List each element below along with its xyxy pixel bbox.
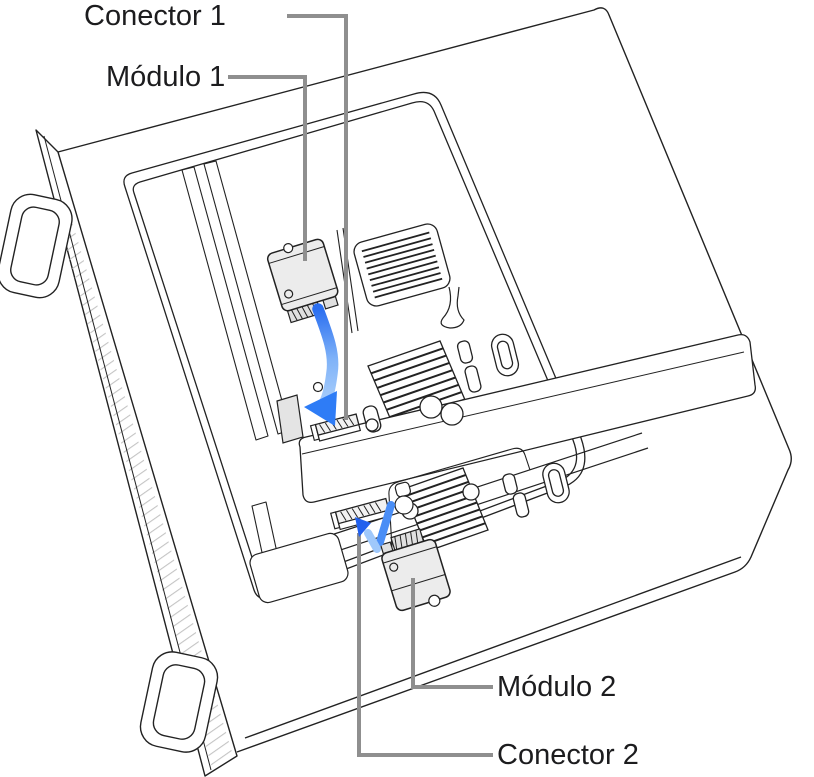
leader-connector-1 [287, 14, 348, 420]
arrow-2-head [355, 517, 371, 537]
bottom-handle [139, 651, 219, 753]
front-grille-panel [35, 129, 238, 777]
label-module-2: Módulo 2 [497, 671, 617, 703]
ssd-bay-wall [276, 394, 304, 444]
label-connector-1: Conector 1 [84, 0, 226, 32]
leader-connector-2 [357, 533, 493, 757]
connector-2-peg [394, 481, 414, 515]
top-handle [0, 193, 73, 299]
standoffs [362, 395, 464, 433]
funnel-detail [440, 286, 465, 329]
vent-grille-patch [353, 223, 451, 307]
case-top-right-bottom-edge [57, 7, 792, 753]
leader-module-2 [411, 578, 493, 689]
side-cutouts [456, 333, 570, 518]
insert-arrow-2 [355, 501, 395, 553]
label-connector-2: Conector 2 [497, 739, 639, 771]
ssd-module-2 [379, 528, 451, 612]
arrow-1-head [304, 391, 337, 426]
connector-2-slot [329, 497, 392, 531]
insert-arrow-1 [304, 303, 339, 426]
heatsink-2-boundary [388, 447, 531, 550]
leader-lines [228, 14, 493, 757]
case-bottom-inner-edge [244, 556, 742, 739]
label-module-1: Módulo 1 [106, 61, 226, 93]
case-outline [57, 7, 792, 753]
screw-hole [312, 381, 324, 393]
ssd-module-1 [266, 238, 339, 324]
ssd-cover-band [298, 334, 756, 503]
leader-module-1 [228, 75, 307, 261]
psu-cutout [249, 532, 349, 604]
